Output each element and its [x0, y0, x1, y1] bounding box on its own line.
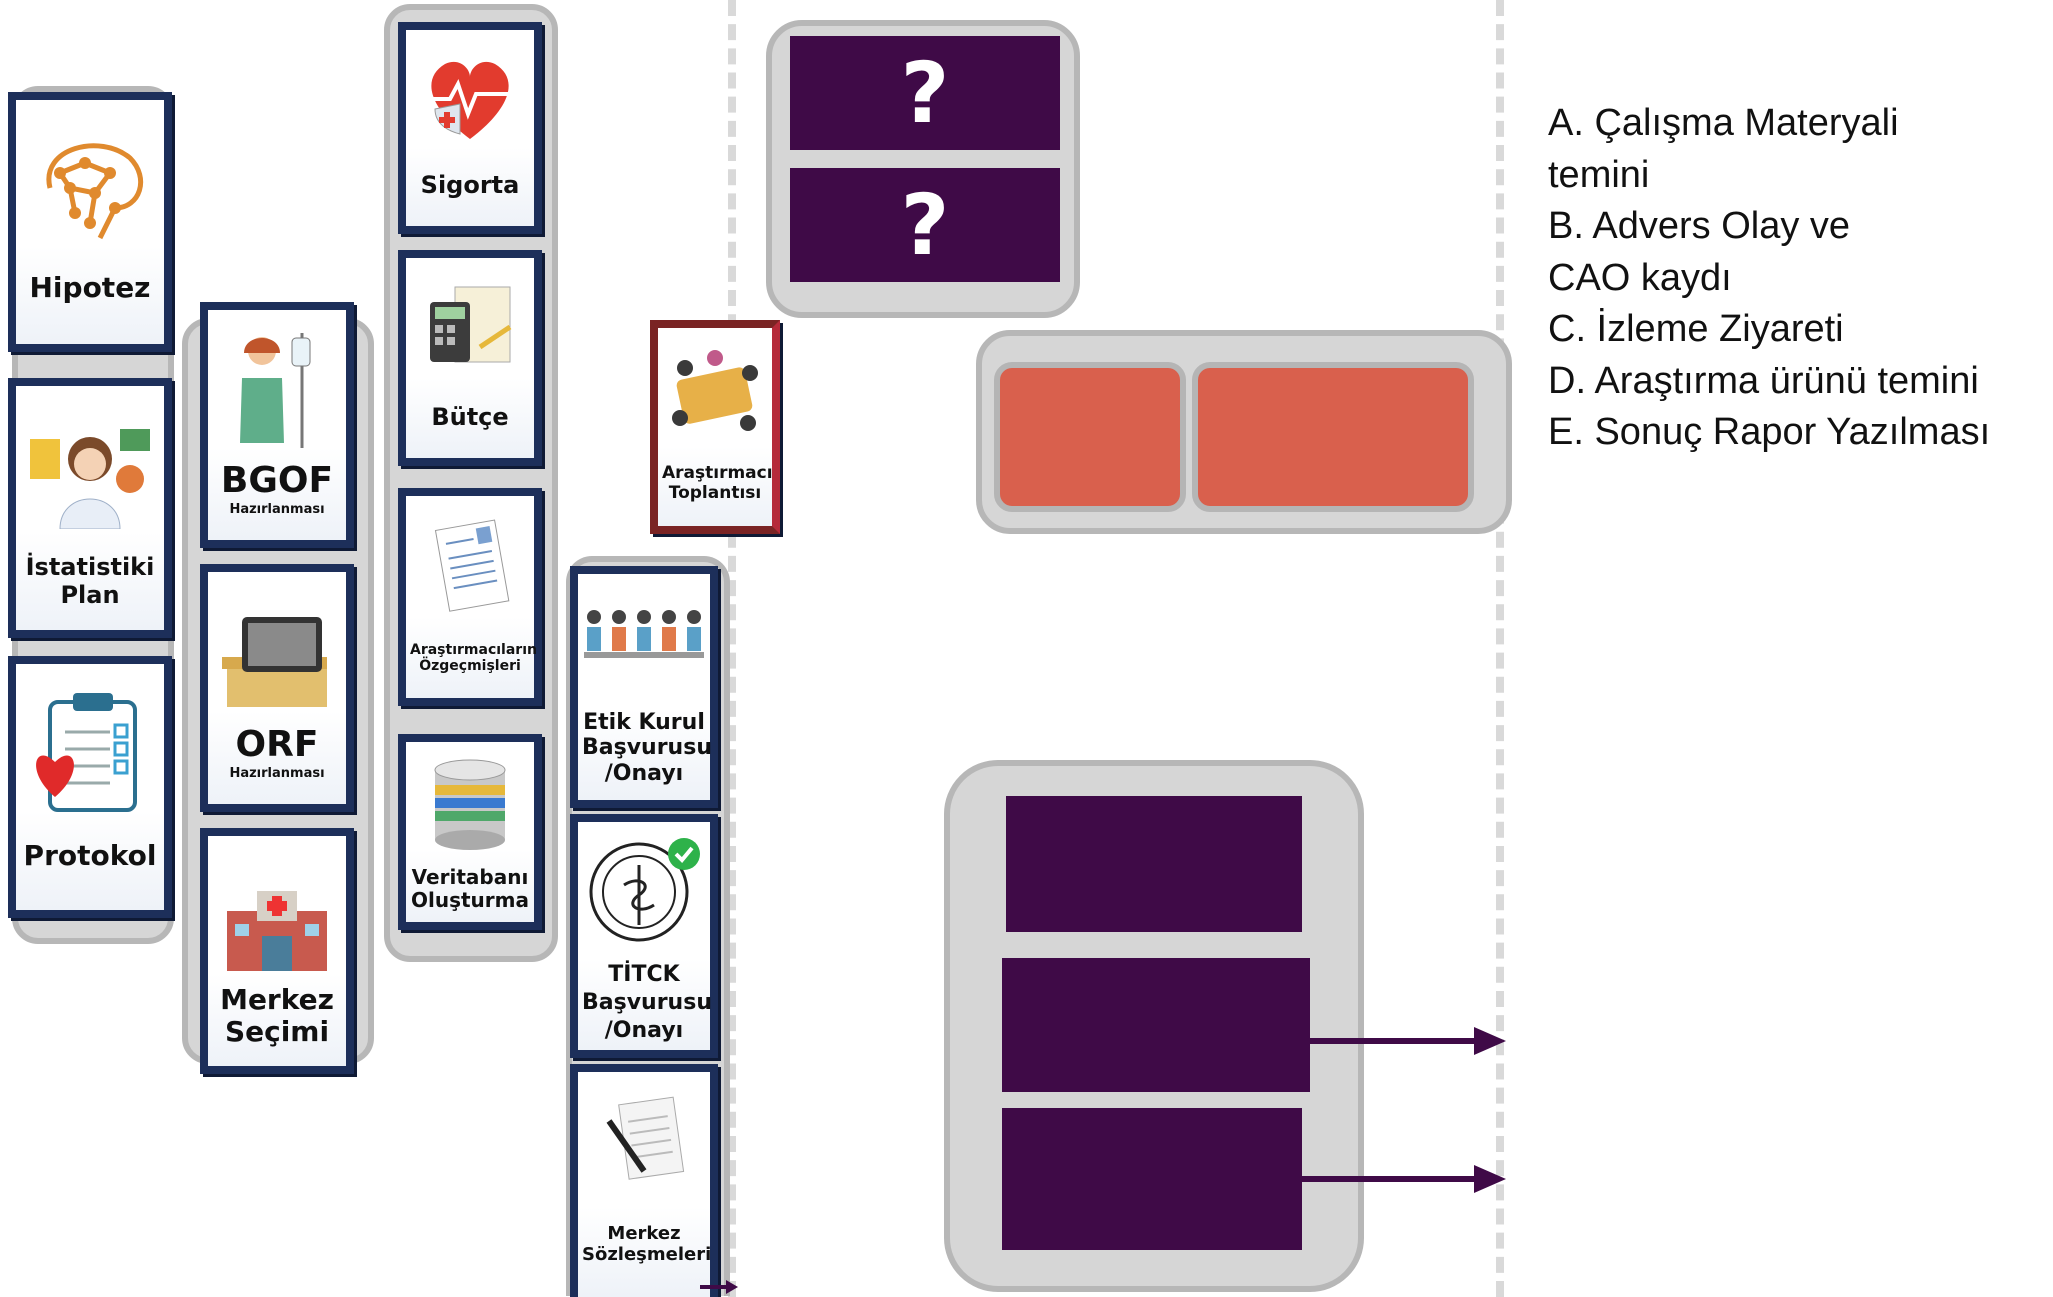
separator-dashed-line-2 [1496, 0, 1504, 1297]
legend-item-b-cont: CAO kaydı [1548, 256, 1732, 299]
separator-dashed-line-1 [728, 0, 736, 1297]
card-butce[interactable]: Bütçe [398, 250, 542, 466]
dark-box-3 [1002, 1108, 1302, 1250]
card-merkez-secimi[interactable]: Merkez Seçimi [200, 828, 354, 1074]
card-sublabel: Hazırlanması [229, 766, 325, 781]
arrow-right-icon [1300, 1165, 1506, 1193]
card-label: Hipotez [29, 271, 151, 304]
card-label: Sigorta [420, 171, 520, 199]
legend-item-e: E. Sonuç Rapor Yazılması [1548, 411, 1991, 453]
arrow-right-icon [1302, 1027, 1506, 1055]
card-protokol[interactable]: Protokol [8, 656, 172, 918]
card-arastirmaci-toplantisi[interactable]: Araştırmacı Toplantısı [650, 320, 780, 534]
legend-item-c: C. İzleme Ziyareti [1548, 308, 1844, 350]
arrow-right-icon [700, 1280, 738, 1294]
card-label: Bütçe [431, 403, 509, 431]
card-istatistiki-plan[interactable]: İstatistiki Plan [8, 378, 172, 638]
legend-list: A. Çalışma Materyali temini B. Advers Ol… [1548, 98, 1990, 459]
heart-shield-icon [406, 44, 534, 154]
database-icon [406, 750, 534, 850]
card-label: Araştırmacıların Özgeçmişleri [410, 642, 537, 675]
meeting-table-icon [658, 338, 772, 448]
card-bgof[interactable]: BGOF Hazırlanması [200, 302, 354, 548]
statistician-icon [16, 404, 164, 544]
card-sublabel: Hazırlanması [229, 502, 325, 517]
contract-pen-icon [578, 1086, 710, 1196]
card-label: Başvurusu [582, 990, 712, 1015]
ministry-seal-icon [578, 830, 710, 950]
card-label: İstatistiki Plan [25, 553, 155, 609]
card-merkez-sozlesmeleri[interactable]: Merkez Sözleşmeleri [570, 1064, 718, 1297]
card-label: Araştırmacı Toplantısı [662, 463, 773, 503]
card-orf[interactable]: ORF Hazırlanması [200, 564, 354, 812]
question-box-2: ? [790, 168, 1060, 282]
card-veritabani-olusturma[interactable]: Veritabanı Oluşturma [398, 734, 542, 930]
tablet-files-icon [208, 592, 346, 732]
card-arastirmacilarin-ozgecmisleri[interactable]: Araştırmacıların Özgeçmişleri [398, 488, 542, 706]
card-label: Veritabanı Oluşturma [411, 865, 529, 912]
card-sigorta[interactable]: Sigorta [398, 22, 542, 234]
question-mark: ? [900, 44, 950, 142]
card-label: TİTCK [608, 962, 680, 987]
card-titck[interactable]: TİTCK Başvurusu /Onayı [570, 814, 718, 1058]
clipboard-heart-icon [16, 682, 164, 822]
hospital-building-icon [208, 856, 346, 996]
dark-box-2 [1002, 958, 1310, 1092]
brain-network-icon [16, 118, 164, 258]
card-label: Merkez Sözleşmeleri [582, 1223, 712, 1265]
card-label: Etik Kurul Başvurusu /Onayı [582, 710, 712, 786]
card-hipotez[interactable]: Hipotez [8, 92, 172, 352]
legend-item-b: B. Advers Olay ve [1548, 205, 1851, 247]
dark-box-1 [1006, 796, 1302, 932]
card-label: BGOF [220, 460, 334, 501]
question-box-1: ? [790, 36, 1060, 150]
cv-document-icon [406, 510, 534, 620]
red-box-1 [994, 362, 1186, 512]
card-etik-kurul[interactable]: Etik Kurul Başvurusu /Onayı [570, 566, 718, 808]
budget-calculator-icon [406, 272, 534, 382]
card-label: Merkez Seçimi [220, 983, 334, 1049]
card-label: Protokol [23, 839, 157, 872]
red-box-2 [1192, 362, 1474, 512]
card-label: ORF [235, 724, 319, 765]
legend-item-d: D. Araştırma ürünü temini [1548, 359, 1979, 402]
legend-item-a-cont: temini [1548, 153, 1650, 196]
question-mark: ? [900, 176, 950, 274]
card-label: /Onayı [604, 1018, 684, 1043]
legend-item-a: A. Çalışma Materyali [1548, 102, 1899, 144]
committee-meeting-icon [578, 592, 710, 682]
patient-iv-icon [208, 318, 346, 458]
